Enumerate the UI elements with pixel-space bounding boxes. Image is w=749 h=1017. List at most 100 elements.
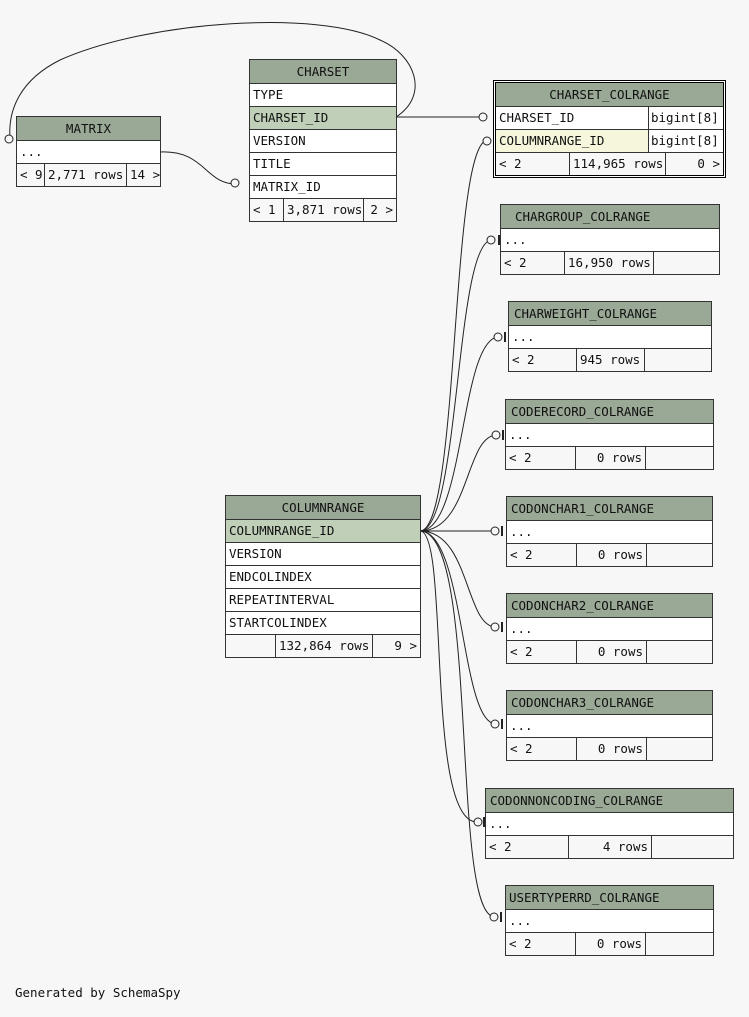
table-name[interactable]: CODONCHAR1_COLRANGE — [507, 497, 712, 521]
column-row[interactable]: TYPE — [250, 84, 396, 107]
table-name[interactable]: CHARSET_COLRANGE — [496, 83, 723, 107]
table-codonchar3-colrange[interactable]: CODONCHAR3_COLRANGE ... < 2 0 rows — [506, 690, 713, 761]
footer-parents[interactable]: < 2 — [507, 641, 577, 663]
footer-parents[interactable]: < 9 — [17, 164, 45, 186]
footer-rows: 16,950 rows — [565, 252, 654, 274]
table-name[interactable]: USERTYPERRD_COLRANGE — [506, 886, 713, 910]
footer-children[interactable] — [646, 933, 713, 955]
table-name[interactable]: CODONCHAR3_COLRANGE — [507, 691, 712, 715]
edge-columnrange-coderecord — [419, 434, 498, 532]
footer-children[interactable] — [645, 349, 711, 371]
table-footer: < 2 16,950 rows — [501, 252, 719, 274]
table-name[interactable]: COLUMNRANGE — [226, 496, 420, 520]
edge-columnrange-chargroup — [419, 239, 493, 532]
column-row[interactable]: ... — [509, 326, 711, 349]
footer-parents[interactable]: < 2 — [507, 738, 577, 760]
edge-columnrange-codonnoncoding — [419, 530, 478, 823]
table-name[interactable]: CODONNONCODING_COLRANGE — [486, 789, 733, 813]
table-name[interactable]: MATRIX — [17, 117, 160, 141]
edge-charset-matrix-loop — [9, 22, 416, 139]
table-footer: < 2 0 rows — [507, 544, 712, 566]
footer-rows: 3,871 rows — [284, 199, 364, 221]
column-row[interactable]: VERSION — [250, 130, 396, 153]
generated-by-credit: Generated by SchemaSpy — [15, 985, 181, 1000]
footer-children[interactable]: 14 > — [130, 167, 160, 182]
footer-parents[interactable]: < 2 — [506, 933, 576, 955]
column-row[interactable]: VERSION — [226, 543, 420, 566]
column-row[interactable]: COLUMNRANGE_ID bigint[8] — [496, 130, 723, 153]
table-name[interactable]: CHARWEIGHT_COLRANGE — [509, 302, 711, 326]
column-row[interactable]: ... — [506, 424, 713, 447]
footer-parents[interactable]: < 2 — [486, 836, 569, 858]
footer-rows: 0 rows — [577, 544, 647, 566]
column-row[interactable]: ... — [506, 910, 713, 933]
column-row[interactable]: ... — [507, 618, 712, 641]
column-row[interactable]: ... — [507, 715, 712, 738]
footer-rows: 114,965 rows — [570, 153, 666, 175]
column-row[interactable]: ... — [486, 813, 733, 836]
column-row[interactable]: ... — [501, 229, 719, 252]
footer-children[interactable] — [647, 738, 712, 760]
table-usertyperrd-colrange[interactable]: USERTYPERRD_COLRANGE ... < 2 0 rows — [505, 885, 714, 956]
table-charweight-colrange[interactable]: CHARWEIGHT_COLRANGE ... < 2 945 rows — [508, 301, 712, 372]
table-footer: < 2 0 rows — [507, 738, 712, 760]
column-row[interactable]: ... — [507, 521, 712, 544]
footer-children[interactable] — [647, 641, 712, 663]
column-name: CHARSET_ID — [499, 110, 575, 125]
column-row-primary-key[interactable]: CHARSET_ID — [250, 107, 396, 130]
footer-parents[interactable]: < 2 — [506, 447, 576, 469]
table-footer: < 2 0 rows — [506, 447, 713, 469]
footer-rows: 0 rows — [577, 641, 647, 663]
table-codonchar2-colrange[interactable]: CODONCHAR2_COLRANGE ... < 2 0 rows — [506, 593, 713, 664]
footer-children[interactable]: 0 > — [697, 156, 720, 171]
footer-parents[interactable]: < 2 — [507, 544, 577, 566]
table-charset[interactable]: CHARSET TYPE CHARSET_ID VERSION TITLE MA… — [249, 59, 397, 222]
table-footer: < 2 945 rows — [509, 349, 711, 371]
table-codonchar1-colrange[interactable]: CODONCHAR1_COLRANGE ... < 2 0 rows — [506, 496, 713, 567]
column-row-primary-key[interactable]: COLUMNRANGE_ID — [226, 520, 420, 543]
footer-rows: 0 rows — [576, 933, 646, 955]
footer-parents[interactable]: < 2 — [496, 153, 570, 175]
footer-parents[interactable]: < 2 — [509, 349, 577, 371]
footer-parents[interactable]: < 1 — [250, 199, 284, 221]
footer-rows: 945 rows — [577, 349, 645, 371]
table-name[interactable]: CHARGROUP_COLRANGE — [501, 205, 719, 229]
table-footer: < 2 114,965 rows 0 > — [496, 153, 723, 175]
column-row[interactable]: TITLE — [250, 153, 396, 176]
column-row[interactable]: REPEATINTERVAL — [226, 589, 420, 612]
column-row[interactable]: STARTCOLINDEX — [226, 612, 420, 635]
footer-children[interactable] — [652, 836, 733, 858]
table-footer: < 2 0 rows — [506, 933, 713, 955]
footer-children[interactable]: 2 > — [370, 202, 393, 217]
table-coderecord-colrange[interactable]: CODERECORD_COLRANGE ... < 2 0 rows — [505, 399, 714, 470]
column-row[interactable]: MATRIX_ID — [250, 176, 396, 199]
table-footer: < 2 0 rows — [507, 641, 712, 663]
footer-children[interactable] — [647, 544, 712, 566]
table-codonnoncoding-colrange[interactable]: CODONNONCODING_COLRANGE ... < 2 4 rows — [485, 788, 734, 859]
table-name[interactable]: CODONCHAR2_COLRANGE — [507, 594, 712, 618]
column-row[interactable]: CHARSET_ID bigint[8] — [496, 107, 723, 130]
footer-rows: 0 rows — [577, 738, 647, 760]
footer-children[interactable] — [646, 447, 713, 469]
table-name[interactable]: CHARSET — [250, 60, 396, 84]
edge-columnrange-codonchar3 — [419, 530, 497, 725]
table-matrix[interactable]: MATRIX ... < 9 2,771 rows 14 > — [16, 116, 161, 187]
table-footer: 132,864 rows 9 > — [226, 635, 420, 657]
edge-columnrange-usertyperrd — [419, 530, 496, 918]
footer-parents[interactable]: < 2 — [501, 252, 565, 274]
table-chargroup-colrange[interactable]: CHARGROUP_COLRANGE ... < 2 16,950 rows — [500, 204, 720, 275]
footer-rows: 2,771 rows — [45, 164, 127, 186]
footer-rows: 132,864 rows — [276, 635, 373, 657]
footer-parents[interactable] — [226, 635, 276, 657]
footer-children[interactable]: 9 > — [394, 638, 417, 653]
column-row[interactable]: ENDCOLINDEX — [226, 566, 420, 589]
footer-children[interactable] — [654, 252, 719, 274]
edge-matrix-charset — [159, 151, 237, 185]
edge-columnrange-charset-colrange — [419, 139, 489, 532]
table-name[interactable]: CODERECORD_COLRANGE — [506, 400, 713, 424]
table-charset-colrange[interactable]: CHARSET_COLRANGE CHARSET_ID bigint[8] CO… — [493, 80, 726, 178]
column-type: bigint[8] — [648, 130, 723, 152]
column-row[interactable]: ... — [17, 141, 160, 164]
table-columnrange[interactable]: COLUMNRANGE COLUMNRANGE_ID VERSION ENDCO… — [225, 495, 421, 658]
